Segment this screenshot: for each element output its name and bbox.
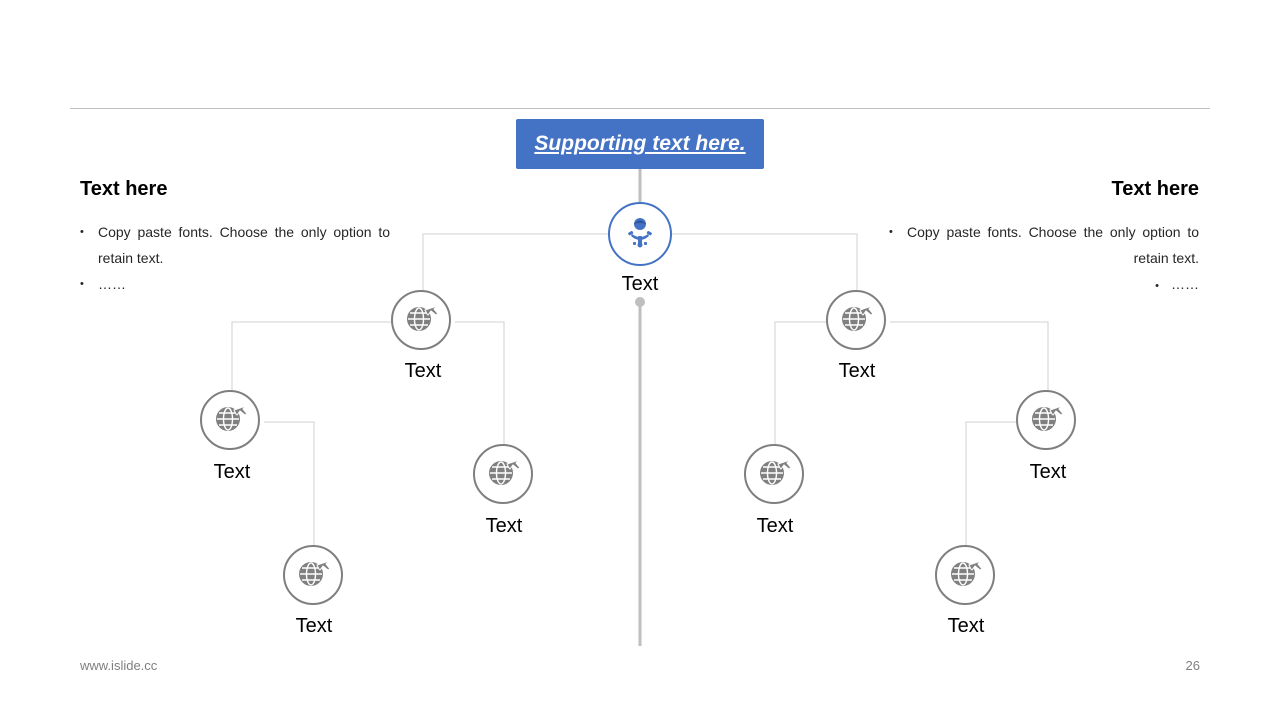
right-heading: Text here: [1111, 178, 1199, 200]
connector-r1-right: [890, 321, 1049, 390]
node-right-4: [935, 545, 995, 605]
connector-r2-down: [965, 421, 1016, 545]
globe-plane-icon: [838, 300, 874, 341]
connector-l2-down: [264, 421, 315, 545]
left-bullet-1: Copy paste fonts. Choose the only option…: [80, 219, 390, 271]
node-left-3-label: Text: [485, 515, 523, 537]
connector-l1-right: [455, 321, 505, 444]
node-left-3: [473, 444, 533, 504]
node-left-4-label: Text: [295, 615, 333, 637]
node-left-2: [200, 390, 260, 450]
top-divider: [70, 108, 1210, 109]
node-right-1-label: Text: [838, 360, 876, 382]
node-right-4-label: Text: [947, 615, 985, 637]
globe-plane-icon: [212, 400, 248, 441]
node-right-3-label: Text: [756, 515, 794, 537]
node-right-2-label: Text: [1029, 461, 1067, 483]
person-gear-icon: [622, 214, 658, 255]
globe-plane-icon: [403, 300, 439, 341]
supporting-text-box: Supporting text here.: [516, 119, 764, 169]
connector-l1-left: [231, 321, 391, 390]
node-right-2: [1016, 390, 1076, 450]
center-node: [608, 202, 672, 266]
node-left-1: [391, 290, 451, 350]
globe-plane-icon: [947, 555, 983, 596]
left-bullet-list: Copy paste fonts. Choose the only option…: [80, 219, 390, 297]
node-left-2-label: Text: [213, 461, 251, 483]
right-bullet-list: Copy paste fonts. Choose the only option…: [889, 219, 1199, 299]
footer-website: www.islide.cc: [80, 658, 158, 673]
node-right-1: [826, 290, 886, 350]
center-node-label: Text: [621, 273, 659, 295]
globe-plane-icon: [485, 454, 521, 495]
connector-r1-left: [774, 321, 826, 444]
node-left-4: [283, 545, 343, 605]
right-bullet-1: Copy paste fonts. Choose the only option…: [889, 219, 1199, 271]
left-heading: Text here: [80, 178, 168, 200]
globe-plane-icon: [1028, 400, 1064, 441]
left-bullet-2: ……: [80, 271, 390, 297]
globe-plane-icon: [756, 454, 792, 495]
node-left-1-label: Text: [404, 360, 442, 382]
connector-center-left: [422, 233, 608, 290]
connector-center-right: [672, 233, 858, 290]
right-bullet-2: ……: [889, 271, 1199, 299]
supporting-text: Supporting text here.: [534, 132, 746, 155]
node-right-3: [744, 444, 804, 504]
globe-plane-icon: [295, 555, 331, 596]
page-number: 26: [1185, 658, 1200, 673]
